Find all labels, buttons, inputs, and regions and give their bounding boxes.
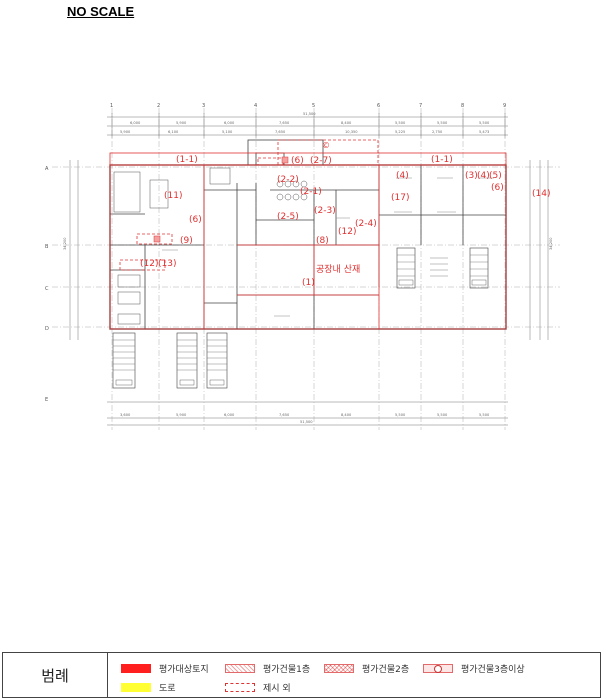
dim-text: 6,000 <box>130 121 141 125</box>
legend-item-road: 도로 <box>121 681 176 694</box>
dim-text: 7,650 <box>279 413 290 417</box>
dim-text: 5,473 <box>479 130 489 134</box>
dim-text: 7,650 <box>279 121 290 125</box>
dim-text: 5,900 <box>120 130 131 134</box>
main-area-label: 공장내 산재 <box>316 264 360 275</box>
axis-label-top: 6 <box>377 103 380 109</box>
dim-text: 10,350 <box>345 130 358 134</box>
dim-text: 5,500 <box>479 121 490 125</box>
axis-label-top: 9 <box>503 103 506 109</box>
dim-text: 5,900 <box>176 413 187 417</box>
zone-label: (2-3) <box>314 206 336 216</box>
zone-label: (6) <box>491 183 504 193</box>
dim-text: 5,500 <box>437 413 448 417</box>
legend-item-label: 도로 <box>159 684 176 694</box>
dim-text: 6,100 <box>168 130 179 134</box>
dim-text: 8,400 <box>341 121 352 125</box>
no-scale-note: NO SCALE <box>67 4 135 19</box>
zone-label: (17) <box>391 193 409 203</box>
axis-label-left: E <box>45 397 48 403</box>
legend-box: 범례 평가대상토지 평가건물1층 평가건물2층 평가건물3층이상 도로 제시 외 <box>2 652 601 698</box>
axis-label-left: A <box>45 166 49 172</box>
legend-title: 범례 <box>3 653 108 697</box>
axis-label-top: 2 <box>157 103 160 109</box>
legend-item-bldg1: 평가건물1층 <box>225 662 310 675</box>
axis-label-left: B <box>45 244 49 250</box>
dim-text: 5,500 <box>437 121 448 125</box>
dim-text: 5,500 <box>395 121 406 125</box>
legend-item-label: 평가건물3층이상 <box>461 665 525 675</box>
axis-label-top: 8 <box>461 103 464 109</box>
zone-label: (2-2) <box>277 175 299 185</box>
zone-label: (14) <box>532 189 550 199</box>
dim-text: 2,750 <box>432 130 443 134</box>
zone-label: (12) <box>338 227 356 237</box>
legend-item-label: 제시 외 <box>263 684 291 694</box>
zone-label: (2-1) <box>300 187 322 197</box>
zone-label: (5) <box>489 171 502 181</box>
legend-item-label: 평가대상토지 <box>159 665 209 675</box>
axis-label-top: 1 <box>110 103 113 109</box>
zone-label: (2-5) <box>277 212 299 222</box>
dim-total-bottom: 51,500 <box>300 420 313 424</box>
floor-plan-drawing: 1 2 3 4 5 6 7 8 9 A B C D E <box>45 103 560 430</box>
dim-total-top: 51,500 <box>303 112 316 116</box>
dim-text: 7,650 <box>275 130 286 134</box>
zone-label: (3) <box>465 171 478 181</box>
dim-text: 5,900 <box>176 121 187 125</box>
dim-text: 6,000 <box>224 413 235 417</box>
axis-label-top: 3 <box>202 103 205 109</box>
dim-text: 5,500 <box>395 413 406 417</box>
dim-text: 5,100 <box>222 130 233 134</box>
dim-text: 8,400 <box>341 413 352 417</box>
axis-label-left: D <box>45 326 49 332</box>
zone-label: (2-7) <box>310 156 332 166</box>
axis-label-left: C <box>45 286 49 292</box>
zone-label: (8) <box>316 236 329 246</box>
crosshatch-swatch <box>324 664 354 673</box>
ring-swatch <box>423 664 453 673</box>
dim-text: 5,225 <box>395 130 405 134</box>
zone-label: (13) <box>158 259 176 269</box>
zone-label: (1-1) <box>431 155 453 165</box>
zone-label: (1-1) <box>176 155 198 165</box>
axis-label-top: 5 <box>312 103 315 109</box>
dashed-swatch <box>225 683 255 692</box>
zone-label: (4) <box>477 171 490 181</box>
axis-label-top: 4 <box>254 103 257 109</box>
dim-total-left: 34,200 <box>63 237 67 250</box>
zone-label: (9) <box>180 236 193 246</box>
yellow-swatch <box>121 683 151 692</box>
zone-label: (6) <box>189 215 202 225</box>
zone-label: (11) <box>164 191 182 201</box>
legend-item-land: 평가대상토지 <box>121 662 209 675</box>
zone-label: (2-4) <box>355 219 377 229</box>
dim-text: 5,500 <box>479 413 490 417</box>
legend-item-bldg2: 평가건물2층 <box>324 662 409 675</box>
axis-label-top: 7 <box>419 103 422 109</box>
circle-marker: © <box>322 141 330 150</box>
red-swatch <box>121 664 151 673</box>
zone-label: (12) <box>140 259 158 269</box>
legend-item-label: 평가건물1층 <box>263 665 311 675</box>
legend-item-label: 평가건물2층 <box>362 665 410 675</box>
dim-total-right: 34,200 <box>549 237 553 250</box>
legend-item-excluded: 제시 외 <box>225 681 291 694</box>
dim-text: 3,600 <box>120 413 131 417</box>
hatch-swatch <box>225 664 255 673</box>
zone-label: (4) <box>396 171 409 181</box>
legend-item-bldg3: 평가건물3층이상 <box>423 662 525 675</box>
dim-text: 6,000 <box>224 121 235 125</box>
zone-label: (1) <box>302 278 315 288</box>
zone-label: (6) <box>291 156 304 166</box>
